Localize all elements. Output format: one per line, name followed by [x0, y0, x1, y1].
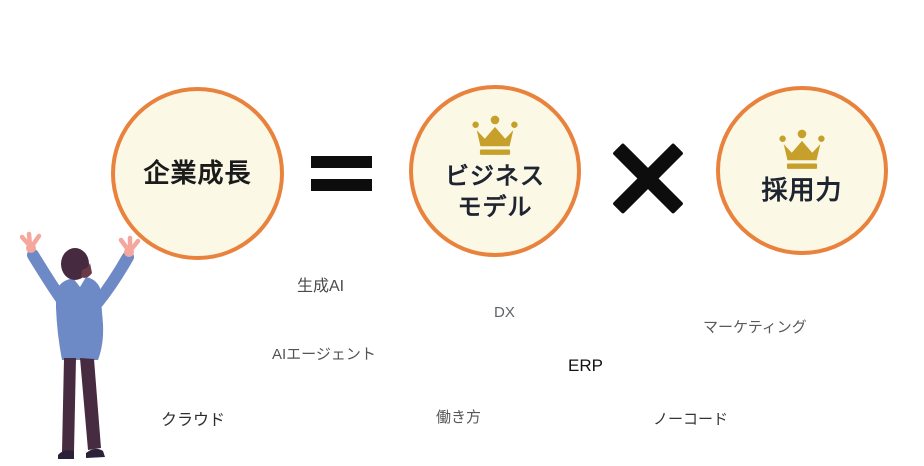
- right-shoe: [86, 448, 105, 458]
- business-model-label-line1: ビジネス: [445, 162, 545, 190]
- keyword-cloud: クラウド: [161, 412, 226, 429]
- growth-circle-label: 企業成長: [143, 157, 252, 188]
- keyword-marketing: マーケティング: [703, 319, 807, 336]
- keyword-work-style: 働き方: [436, 409, 482, 426]
- equals-bar-bottom: [311, 179, 372, 191]
- keyword-no-code: ノーコード: [653, 411, 729, 428]
- right-leg: [80, 358, 101, 450]
- hands: [19, 231, 141, 257]
- growth-circle: 企業成長: [111, 87, 284, 260]
- equals-bar-top: [311, 156, 372, 168]
- beard: [81, 263, 92, 278]
- recruiting-circle: 採用力: [716, 86, 888, 255]
- recruiting-circle-label: 採用力: [761, 175, 843, 206]
- keyword-erp: ERP: [568, 356, 603, 375]
- man-celebrating-illustration: [19, 231, 141, 459]
- crown-icon: [779, 130, 825, 170]
- equals-sign: [311, 156, 372, 191]
- keyword-dx: DX: [494, 304, 515, 321]
- jacket: [56, 277, 104, 360]
- keyword-ai-agent: AIエージェント: [272, 346, 376, 363]
- left-leg: [62, 358, 76, 452]
- keyword-generative-ai: 生成AI: [297, 278, 345, 295]
- crown-icon: [472, 115, 518, 155]
- left-shoe: [58, 450, 74, 459]
- multiply-sign: [612, 142, 684, 215]
- business-model-circle: ビジネス モデル: [409, 85, 581, 257]
- business-model-label-line2: モデル: [457, 193, 533, 221]
- right-arm: [92, 251, 134, 308]
